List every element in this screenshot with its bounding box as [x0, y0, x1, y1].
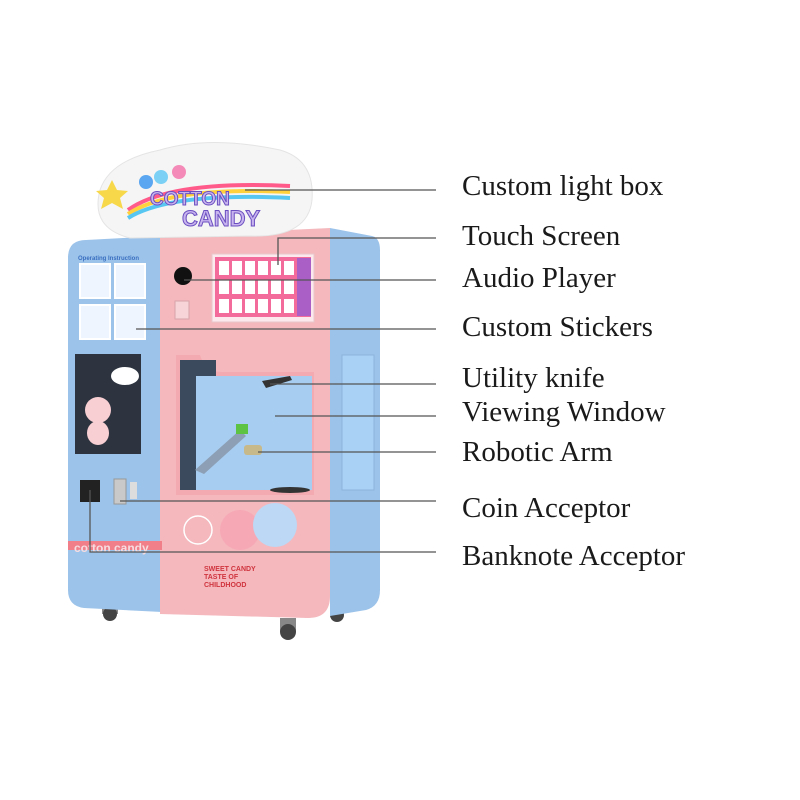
wheels: [102, 600, 344, 640]
label-custom-light-box: Custom light box: [462, 170, 664, 202]
svg-text:CANDY: CANDY: [182, 206, 261, 231]
label-coin-acceptor: Coin Acceptor: [462, 492, 631, 524]
touch-screen: [211, 253, 315, 323]
utility-knife: [262, 376, 292, 388]
robotic-arm: [195, 430, 246, 474]
svg-text:COTTON: COTTON: [150, 189, 230, 210]
custom-light-box-logo: COTTON CANDY: [96, 142, 313, 239]
side-sticker-text: cotton candy: [74, 541, 149, 555]
instructions-title: Operating Instruction: [78, 256, 139, 262]
instruction-stickers: Operating Instruction: [78, 256, 146, 340]
label-viewing-window: Viewing Window: [462, 396, 666, 428]
coin-acceptor: [113, 478, 127, 505]
label-banknote-acceptor: Banknote Acceptor: [462, 540, 686, 572]
label-custom-stickers: Custom Stickers: [462, 311, 653, 343]
viewing-window: [176, 355, 314, 495]
front-slogan: SWEET CANDY TASTE OF CHILDHOOD: [204, 566, 258, 589]
label-utility-knife: Utility knife: [462, 362, 605, 394]
leader-lines: [89, 189, 436, 553]
label-touch-screen: Touch Screen: [462, 220, 621, 252]
label-audio-player: Audio Player: [462, 262, 616, 294]
audio-speaker: [174, 267, 192, 285]
label-robotic-arm: Robotic Arm: [462, 436, 613, 468]
